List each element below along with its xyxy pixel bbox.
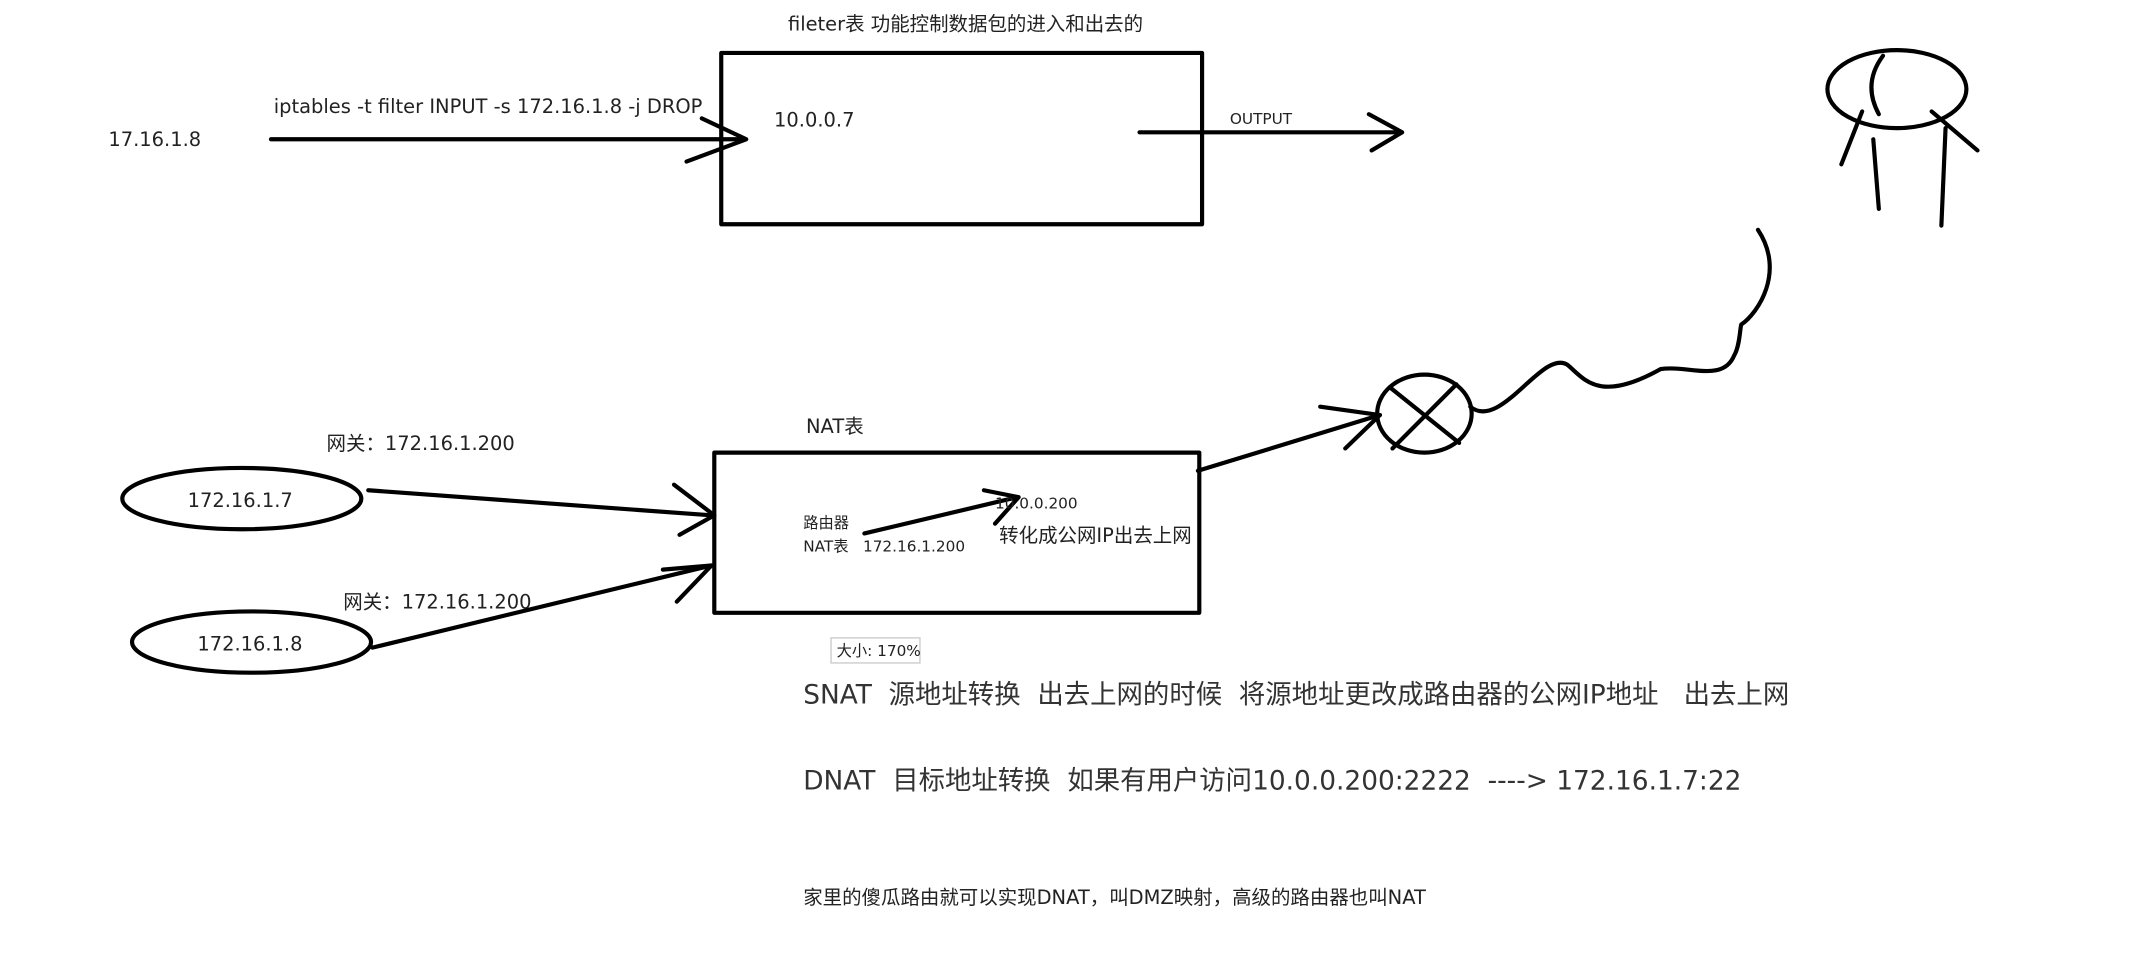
output-arrowhead [1366, 112, 1405, 153]
internet-cable [1468, 227, 1772, 414]
person-doodle-right [1929, 109, 1980, 228]
filter-host-ip: 10.0.0.7 [774, 109, 854, 132]
nat-title: NAT表 [806, 415, 864, 438]
client-1-arrow [366, 488, 714, 518]
person-doodle-left [1839, 53, 1886, 212]
outbound-arrow [1195, 412, 1383, 473]
filter-command: iptables -t filter INPUT -s 172.16.1.8 -… [274, 95, 703, 118]
person-head [1825, 48, 1969, 131]
home-router-note: 家里的傻瓜路由就可以实现DNAT，叫DMZ映射，高级的路由器也叫NAT [803, 886, 1426, 909]
client-1-arrowhead [671, 482, 717, 537]
outbound-arrowhead [1318, 404, 1383, 451]
gateway-label-1: 网关：172.16.1.200 [327, 432, 515, 455]
snat-note: SNAT 源地址转换 出去上网的时候 将源地址更改成路由器的公网IP地址 出去上… [803, 679, 1789, 710]
inner-ip: 172.16.1.200 [863, 538, 965, 556]
client-1-node [120, 465, 364, 532]
client-2-node [129, 609, 374, 675]
router-label: 路由器 [803, 514, 849, 532]
zoom-tooltip: 大小: 170% [837, 642, 921, 660]
nat-inner-label: NAT表 [803, 538, 848, 556]
gateway-label-2: 网关：172.16.1.200 [343, 591, 531, 614]
client-2-ip: 172.16.1.8 [197, 632, 302, 655]
dnat-note: DNAT 目标地址转换 如果有用户访问10.0.0.200:2222 ---->… [803, 766, 1741, 797]
router-symbol-cross [1387, 382, 1462, 451]
client-2-arrow [370, 563, 714, 650]
nat-inner-arrowhead [981, 488, 1021, 526]
nat-inner-arrow [862, 495, 1020, 536]
convert-text: 转化成公网IP出去上网 [999, 524, 1191, 547]
filter-box [719, 50, 1205, 227]
filter-source-ip: 17.16.1.8 [108, 128, 201, 151]
filter-title: fileter表 功能控制数据包的进入和出去的 [788, 13, 1143, 36]
nat-box [712, 450, 1202, 615]
public-ip: 10.0.0.200 [995, 494, 1078, 512]
output-label: OUTPUT [1230, 110, 1293, 128]
client-2-arrowhead [660, 563, 714, 604]
input-arrowhead [684, 116, 749, 164]
router-symbol-circle [1375, 372, 1474, 455]
client-1-ip: 172.16.1.7 [188, 489, 293, 512]
zoom-tooltip-box [830, 637, 921, 664]
